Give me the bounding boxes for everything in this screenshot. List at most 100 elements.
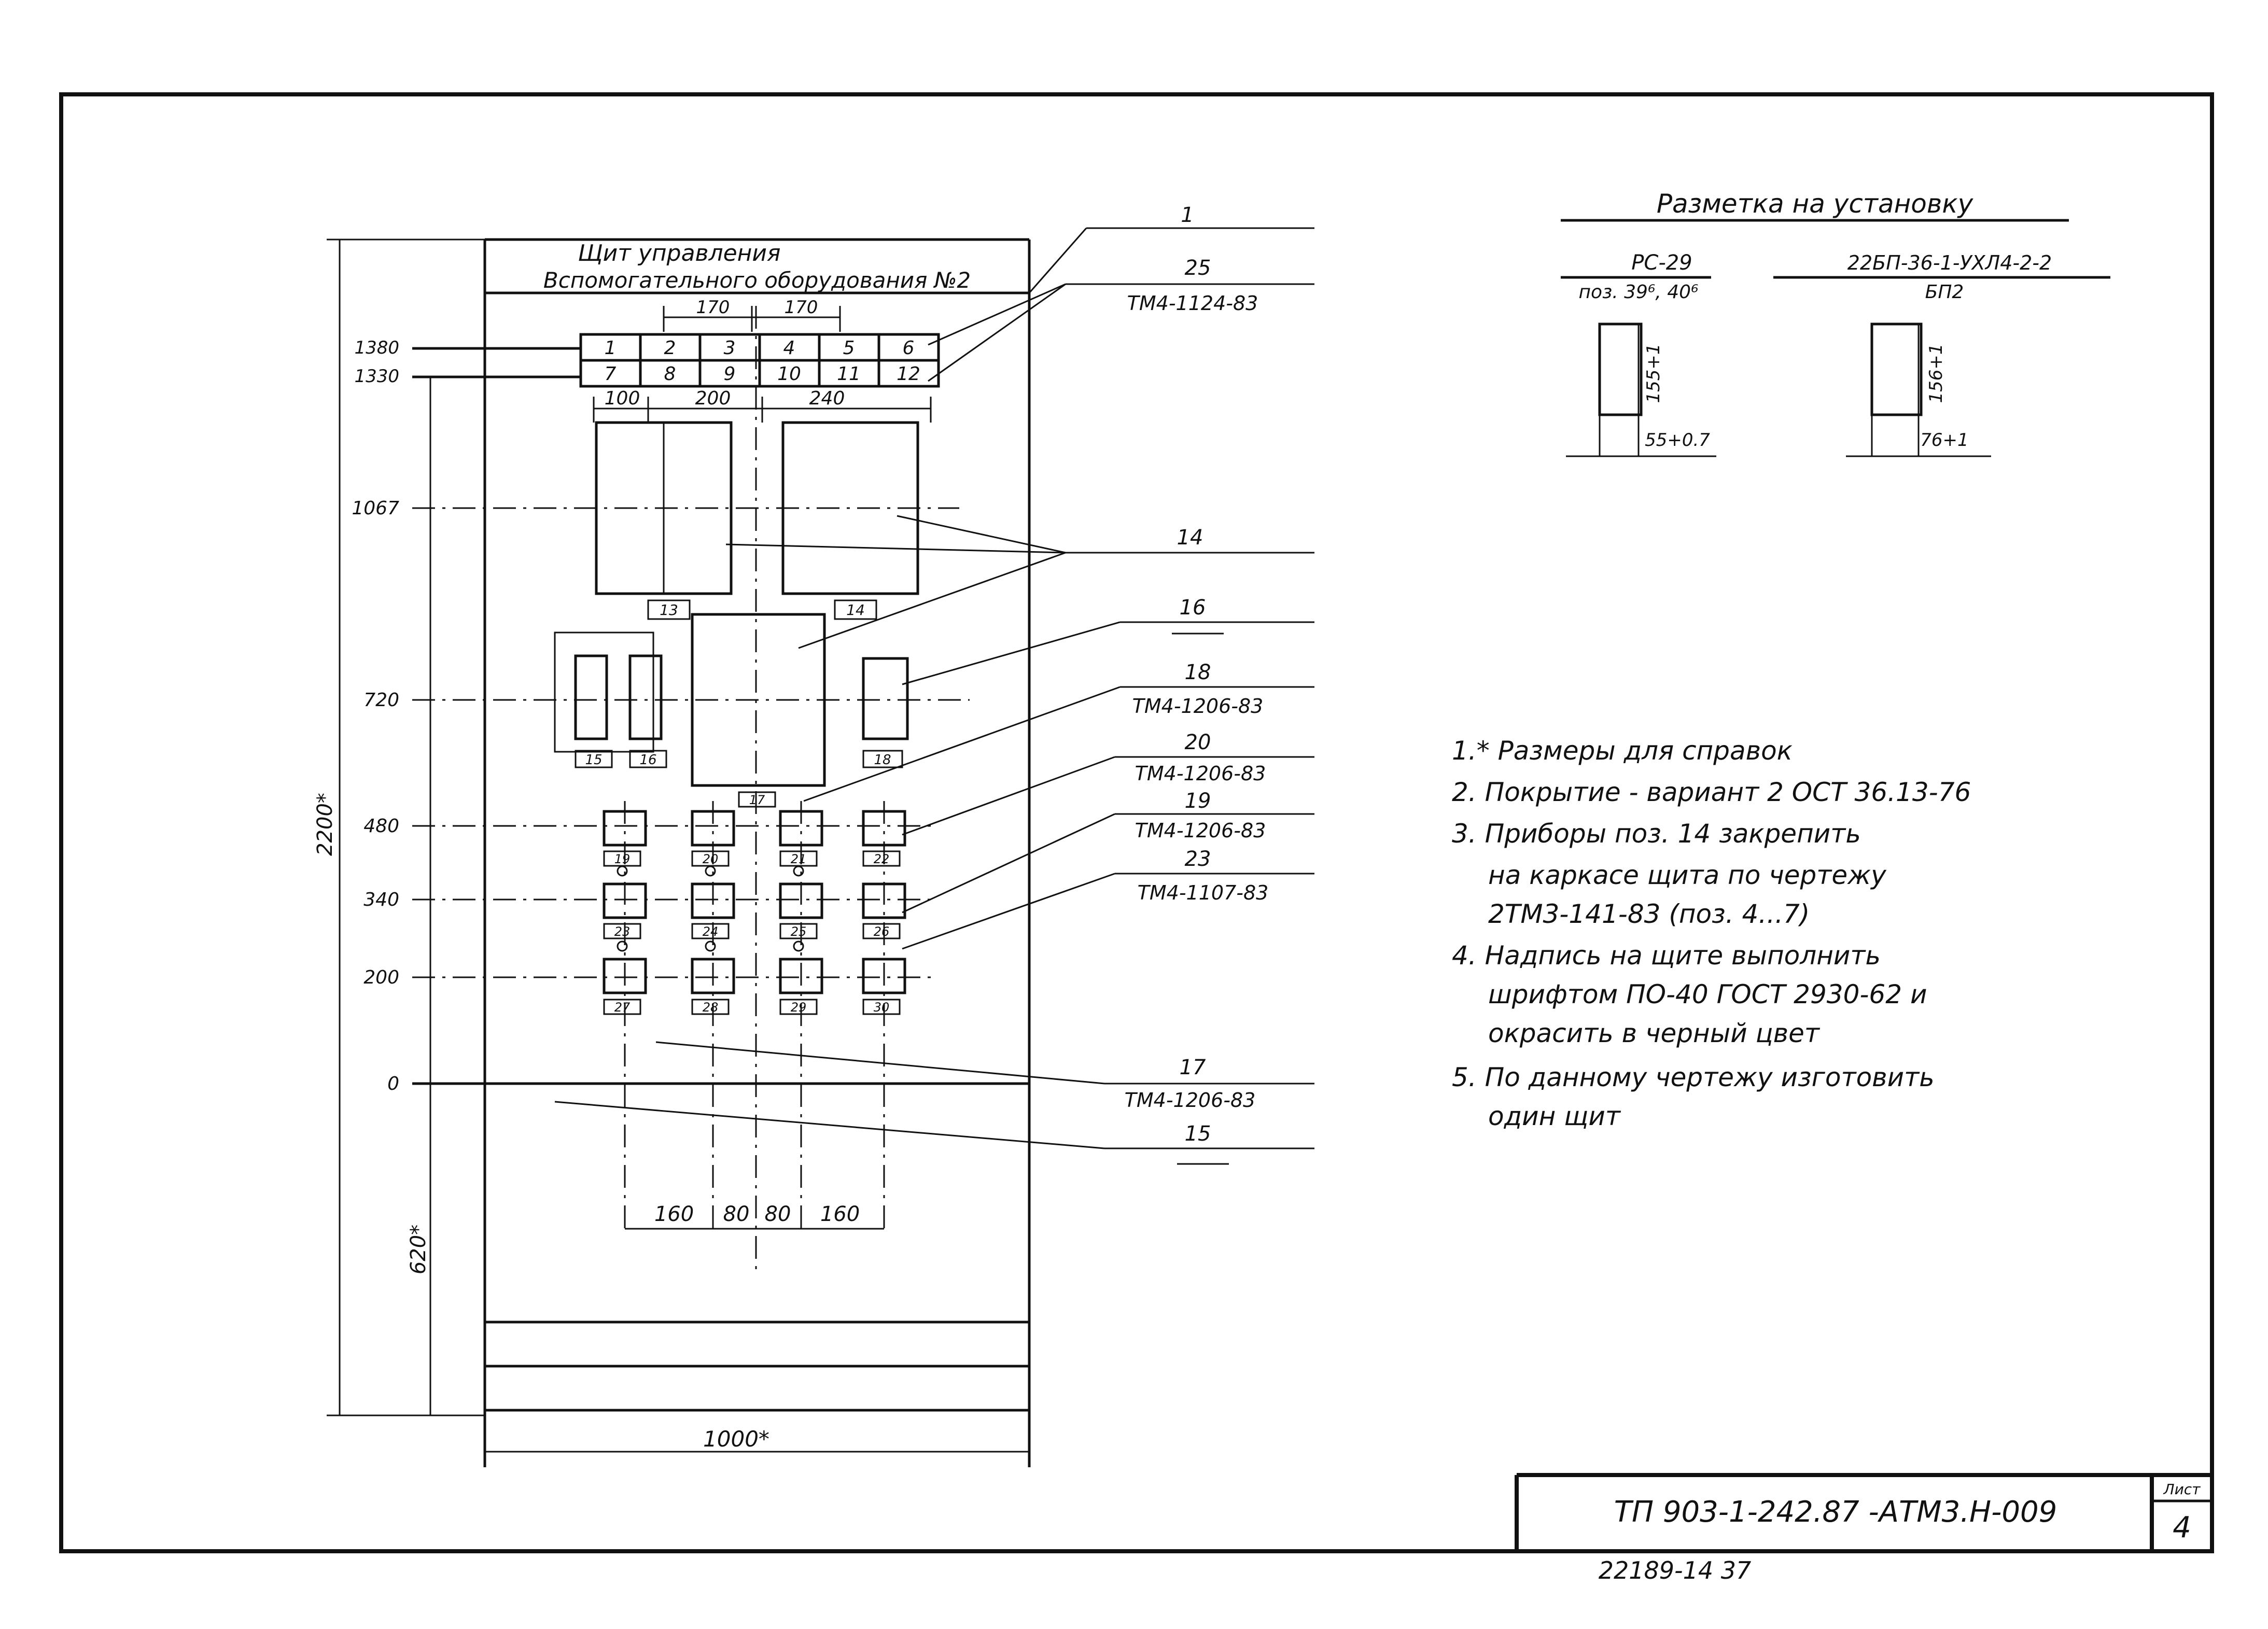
grid-cell-1: 1 — [605, 338, 617, 359]
callout-doc-20: ТМ4-1206-83 — [1135, 762, 1266, 785]
marking-left-h: 55+0.7 — [1645, 430, 1710, 451]
panel-title-line1: Щит управления — [578, 240, 781, 266]
note-line-3: 3. Приборы поз. 14 закрепить — [1452, 819, 1861, 849]
callout-pos-1: 1 — [1181, 203, 1194, 227]
dim-top-2: 170 — [785, 297, 818, 318]
elev-1330: 1330 — [354, 366, 399, 387]
elev-1380: 1380 — [354, 338, 399, 358]
callout-pos-23: 23 — [1185, 847, 1211, 871]
callout-pos-15: 15 — [1185, 1122, 1211, 1146]
callout-pos-20: 20 — [1185, 731, 1211, 754]
tag-r340-4: 26 — [874, 924, 890, 939]
marking-right-h: 76+1 — [1920, 430, 1968, 451]
elev-1067: 1067 — [352, 498, 399, 519]
tag-r480-3: 21 — [791, 852, 807, 866]
tag-r340-2: 24 — [703, 924, 719, 939]
inventory-number: 22189-14 37 — [1599, 1556, 1752, 1584]
tag-center: 17 — [749, 793, 765, 807]
stamp-code: ТП 903-1-242.87 -АТМ3.Н-009 — [1614, 1495, 2057, 1529]
callout-pos-19: 19 — [1185, 789, 1211, 813]
dim-bottom-1: 160 — [654, 1202, 694, 1226]
dim-bottom-3: 80 — [765, 1202, 791, 1226]
grid-cell-3: 3 — [724, 338, 736, 359]
marking-left-pos: поз. 39⁶, 40⁶ — [1579, 282, 1699, 303]
callout-doc-25: ТМ4-1124-83 — [1127, 292, 1258, 315]
note-line-8: окрасить в черный цвет — [1488, 1018, 1821, 1048]
tag-r200-3: 29 — [791, 1000, 807, 1015]
note-line-5: 2ТМ3-141-83 (поз. 4...7) — [1488, 899, 1810, 929]
callout-doc-17: ТМ4-1206-83 — [1125, 1089, 1256, 1112]
marking-title: Разметка на установку — [1657, 189, 1974, 219]
callout-pos-18: 18 — [1185, 661, 1211, 684]
dim-height-overall: 2200* — [313, 793, 337, 856]
tag-r480-4: 22 — [874, 852, 890, 866]
grid-cell-8: 8 — [664, 363, 676, 385]
elev-340: 340 — [363, 889, 399, 910]
tag-v3: 18 — [874, 752, 891, 768]
note-line-7: шрифтом ПО-40 ГОСТ 2930-62 и — [1488, 979, 1927, 1009]
sheet-frame — [59, 92, 2214, 1553]
grid-cell-5: 5 — [843, 338, 855, 359]
dim-bottom-4: 160 — [820, 1202, 860, 1226]
note-line-6: 4. Надпись на щите выполнить — [1452, 940, 1881, 971]
note-line-4: на каркасе щита по чертежу — [1488, 860, 1887, 890]
note-line-2: 2. Покрытие - вариант 2 ОСТ 36.13-76 — [1452, 777, 1971, 807]
tag-r340-3: 25 — [791, 924, 807, 939]
tag-v1: 15 — [585, 752, 602, 768]
title-stamp — [1515, 1473, 2212, 1551]
note-line-10: один щит — [1488, 1101, 1621, 1131]
tag-r200-2: 28 — [703, 1000, 719, 1015]
tag-big-left: 13 — [660, 601, 678, 619]
tag-r200-4: 30 — [874, 1000, 890, 1015]
tag-r340-1: 23 — [614, 924, 631, 939]
top-dimensions — [663, 306, 841, 332]
dim-mid-3: 240 — [809, 388, 845, 409]
tag-big-right: 14 — [846, 601, 865, 619]
tag-v2: 16 — [639, 752, 656, 768]
elev-480: 480 — [363, 816, 399, 837]
big-instruments — [595, 421, 919, 620]
grid-cell-4: 4 — [783, 338, 795, 359]
callout-doc-18: ТМ4-1206-83 — [1132, 695, 1264, 718]
dim-mid-1: 100 — [605, 388, 640, 409]
grid-cell-10: 10 — [777, 363, 801, 385]
stamp-sheet-number: 4 — [2173, 1511, 2191, 1544]
marking-left-v: 155+1 — [1643, 343, 1664, 403]
dim-width-overall: 1000* — [703, 1426, 769, 1452]
grid-cell-2: 2 — [664, 338, 676, 359]
elev-0: 0 — [387, 1073, 399, 1094]
marking-left-name: РС-29 — [1631, 251, 1692, 275]
callout-doc-23: ТМ4-1107-83 — [1138, 881, 1269, 904]
note-line-1: 1.* Размеры для справок — [1452, 736, 1793, 766]
dim-mid-2: 200 — [695, 388, 731, 409]
terminal-grid — [579, 333, 940, 388]
grid-cell-9: 9 — [724, 363, 736, 385]
mid-dimensions — [593, 397, 932, 423]
callout-pos-17: 17 — [1180, 1056, 1206, 1079]
tag-r480-1: 19 — [614, 852, 631, 866]
marking-right-v: 156+1 — [1926, 343, 1947, 403]
vertical-instruments — [554, 613, 909, 808]
dim-base: 620* — [407, 1225, 430, 1274]
elevation-lines — [327, 238, 1029, 1453]
grid-cell-12: 12 — [897, 363, 920, 385]
dim-top-1: 170 — [696, 297, 730, 318]
grid-cell-7: 7 — [605, 363, 617, 385]
note-line-9: 5. По данному чертежу изготовить — [1452, 1062, 1935, 1092]
grid-cell-11: 11 — [837, 363, 861, 385]
callout-pos-14: 14 — [1177, 526, 1203, 550]
grid-cell-6: 6 — [903, 338, 915, 359]
tag-r200-1: 27 — [614, 1000, 631, 1015]
panel-outline — [483, 238, 1031, 1467]
elev-200: 200 — [363, 967, 399, 988]
dim-bottom-2: 80 — [723, 1202, 750, 1226]
callout-pos-25: 25 — [1185, 256, 1211, 280]
callout-leaders — [554, 227, 1314, 1149]
elev-720: 720 — [363, 690, 399, 711]
tag-r480-2: 20 — [703, 852, 719, 866]
notes-block: 1.* Размеры для справок 2. Покрытие - ва… — [1452, 736, 1971, 1131]
marking-cutouts — [1566, 322, 1991, 457]
stamp-sheet-label: Лист — [2163, 1481, 2201, 1498]
callout-pos-16: 16 — [1180, 596, 1206, 620]
